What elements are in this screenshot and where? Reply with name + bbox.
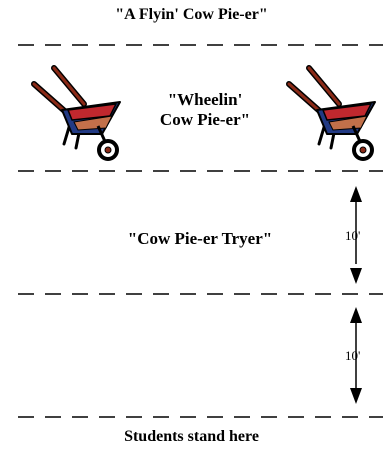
wheelbarrow-icon	[289, 68, 375, 159]
lower-distance-label: 10'	[345, 348, 361, 363]
wheelbarrow-icon	[34, 68, 120, 159]
cow-pie-er-tryer-label: "Cow Pie-er Tryer"	[127, 229, 273, 248]
dimension-arrow-lower	[350, 307, 362, 404]
diagram-title: "A Flyin' Cow Pie-er"	[115, 6, 268, 23]
dimension-arrow-upper	[350, 186, 362, 284]
wheelin-label-line2: Cow Pie-er"	[159, 109, 251, 129]
upper-distance-label: 10'	[345, 228, 361, 243]
wheelin-cow-pie-er-label: "Wheelin' Cow Pie-er"	[130, 90, 280, 129]
wheelin-label-line1: "Wheelin'	[167, 90, 243, 109]
students-stand-here-label: Students stand here	[124, 428, 259, 445]
